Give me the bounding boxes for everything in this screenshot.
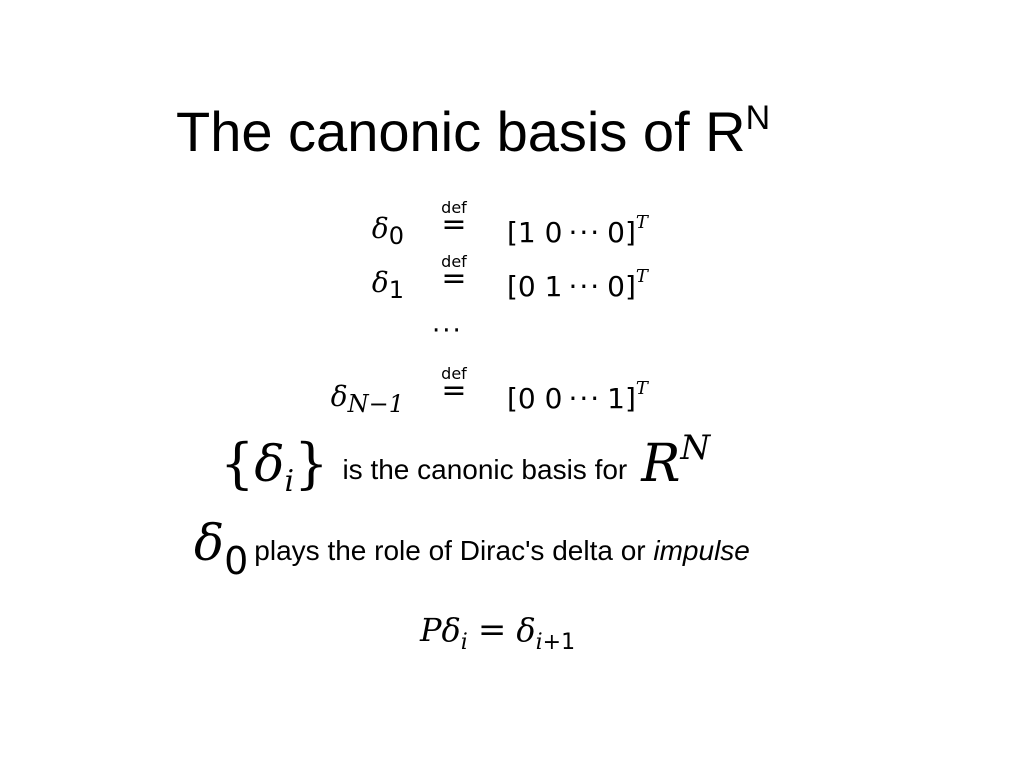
equals-sign: = <box>441 261 467 296</box>
rhs-index: i+1 <box>536 630 575 655</box>
shift-operator: P <box>420 611 442 649</box>
impulse-text-main: plays the role of Dirac's delta or <box>254 535 646 566</box>
delta-index: 0 <box>224 539 249 583</box>
rhs-index-rest: +1 <box>542 630 576 655</box>
def-label: def <box>441 198 467 217</box>
definition-0-defeq: def= <box>432 198 476 242</box>
delta-index: 0 <box>388 222 404 250</box>
title-text: The canonic basis of R <box>176 100 746 163</box>
transpose-mark: T <box>635 212 648 233</box>
delta-symbol: δ <box>254 434 285 493</box>
lhs-delta: δ <box>441 611 461 649</box>
rhs-index-var: i <box>535 630 543 655</box>
delta-symbol: δ <box>330 380 348 413</box>
def-label: def <box>441 364 467 383</box>
vector-start: [1 0 <box>507 216 563 249</box>
vector-start: [0 1 <box>507 270 563 303</box>
rhs-delta: δ <box>516 611 536 649</box>
page-title: The canonic basis of RN <box>176 100 770 164</box>
definition-0-lhs: δ0 <box>294 212 404 250</box>
delta-index: 1 <box>388 276 404 304</box>
vector-dots: ··· <box>568 382 602 415</box>
vector-end: 1] <box>607 382 636 415</box>
close-brace: } <box>294 432 329 495</box>
vector-start: [0 0 <box>507 382 563 415</box>
delta-i-symbol: δi <box>254 434 294 497</box>
vector-end: 0] <box>607 216 636 249</box>
delta-symbol: δ <box>371 212 389 245</box>
space-letter: R <box>641 433 681 494</box>
transpose-mark: T <box>635 378 648 399</box>
equals-sign: = <box>441 207 467 242</box>
open-brace: { <box>220 432 255 495</box>
impulse-text: plays the role of Dirac's delta or impul… <box>254 535 750 566</box>
vector-dots: ··· <box>568 270 602 303</box>
transpose-mark: T <box>635 266 648 287</box>
basis-statement-text: is the canonic basis for <box>342 453 628 485</box>
equals-sign: = <box>441 373 467 408</box>
delta-zero-symbol: δ0 <box>194 514 248 583</box>
delta-symbol: δ <box>371 266 389 299</box>
delta-symbol: δ <box>194 514 225 572</box>
delta-index: N−1 <box>347 390 404 418</box>
definition-0-rhs: [1 0···0]T <box>507 212 648 249</box>
space-symbol: RN <box>641 431 710 494</box>
equals-sign: = <box>477 610 507 650</box>
shift-equation: Pδi=δi+1 <box>420 610 575 655</box>
space-superscript: N <box>680 427 711 468</box>
definition-1-defeq: def= <box>432 252 476 296</box>
definition-n-1-lhs: δN−1 <box>294 380 404 418</box>
delta-index: i <box>284 463 295 499</box>
impulse-emphasis: impulse <box>653 535 750 566</box>
vector-dots: ··· <box>568 216 602 249</box>
ellipsis-dots: ··· <box>432 316 463 346</box>
title-superscript: N <box>745 99 771 137</box>
definition-1-rhs: [0 1···0]T <box>507 266 648 303</box>
vector-end: 0] <box>607 270 636 303</box>
lhs-index: i <box>460 630 468 655</box>
basis-statement: {δi} is the canonic basis for RN <box>220 431 710 497</box>
definition-n-1-rhs: [0 0···1]T <box>507 378 648 415</box>
def-label: def <box>441 252 467 271</box>
definition-1-lhs: δ1 <box>294 266 404 304</box>
definition-n-1-defeq: def= <box>432 364 476 408</box>
